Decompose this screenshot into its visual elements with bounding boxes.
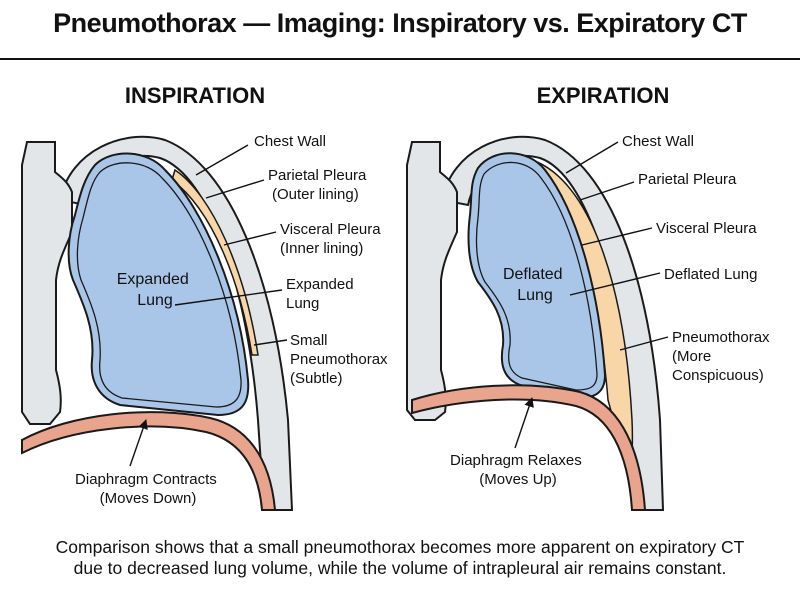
arrow-diaphragm-down [129,419,148,467]
label-diaphragm-contracts: Diaphragm Contracts (Moves Down) [75,471,221,507]
title-divider [0,58,800,60]
label-pneumothorax-conspicuous: Pneumothorax (More Conspicuous) [672,329,774,384]
leader-parietal-pleura [205,179,265,199]
leader-chest-wall [565,141,619,174]
label-parietal-pleura-left: Parietal Pleura (Outer lining) [268,167,371,203]
leader-visceral-pleura [223,231,277,246]
label-chest-wall-left: Chest Wall [254,133,326,150]
label-visceral-pleura-right: Visceral Pleura [656,220,757,237]
spine-column [21,141,73,425]
leader-parietal-pleura [579,181,635,201]
label-small-pneumothorax: Small Pneumothorax (Subtle) [290,332,392,387]
pneumothorax-air-small [171,168,259,356]
panel-heading-inspiration: INSPIRATION [125,83,265,108]
visceral-pleura-line [475,161,598,391]
visceral-pleura-line [76,162,242,408]
panel-expiration: EXPIRATION Deflated Lung Chest Wall [406,83,774,511]
leader-visceral-pleura [581,227,653,246]
leader-chest-wall [195,144,249,176]
label-diaphragm-relaxes: Diaphragm Relaxes (Moves Up) [450,452,586,488]
panel-inspiration: INSPIRATION Expanded Lung Chest [21,83,392,511]
diaphragm-relaxed [411,384,647,511]
lung-label-expiration: Deflated Lung [503,266,567,304]
label-parietal-pleura-right: Parietal Pleura [638,171,737,188]
lung-label-inspiration: Expanded Lung [117,271,194,309]
label-chest-wall-right: Chest Wall [622,133,694,150]
leader-small-pneumothorax [253,339,288,346]
page-title: Pneumothorax — Imaging: Inspiratory vs. … [53,8,747,38]
spine-column [406,141,458,421]
arrow-diaphragm-up [514,397,534,449]
caption-line: Comparison shows that a small pneumothor… [55,537,745,557]
label-deflated-lung: Deflated Lung [664,266,757,283]
lung-expanded [67,152,250,417]
chest-wall-band [440,135,665,511]
diaphragm-contracted [21,411,277,511]
label-visceral-pleura-left: Visceral Pleura (Inner lining) [280,221,385,257]
leader-expanded-lung [174,289,283,306]
panel-heading-expiration: EXPIRATION [537,83,670,108]
label-expanded-lung-right: Expanded Lung [286,276,358,312]
figure-caption: Comparison shows that a small pneumothor… [10,537,790,579]
leader-pneumothorax [619,336,669,351]
leader-deflated-lung [569,272,661,296]
chest-wall-band [58,135,294,511]
caption-line: due to decreased lung volume, while the … [73,558,727,578]
